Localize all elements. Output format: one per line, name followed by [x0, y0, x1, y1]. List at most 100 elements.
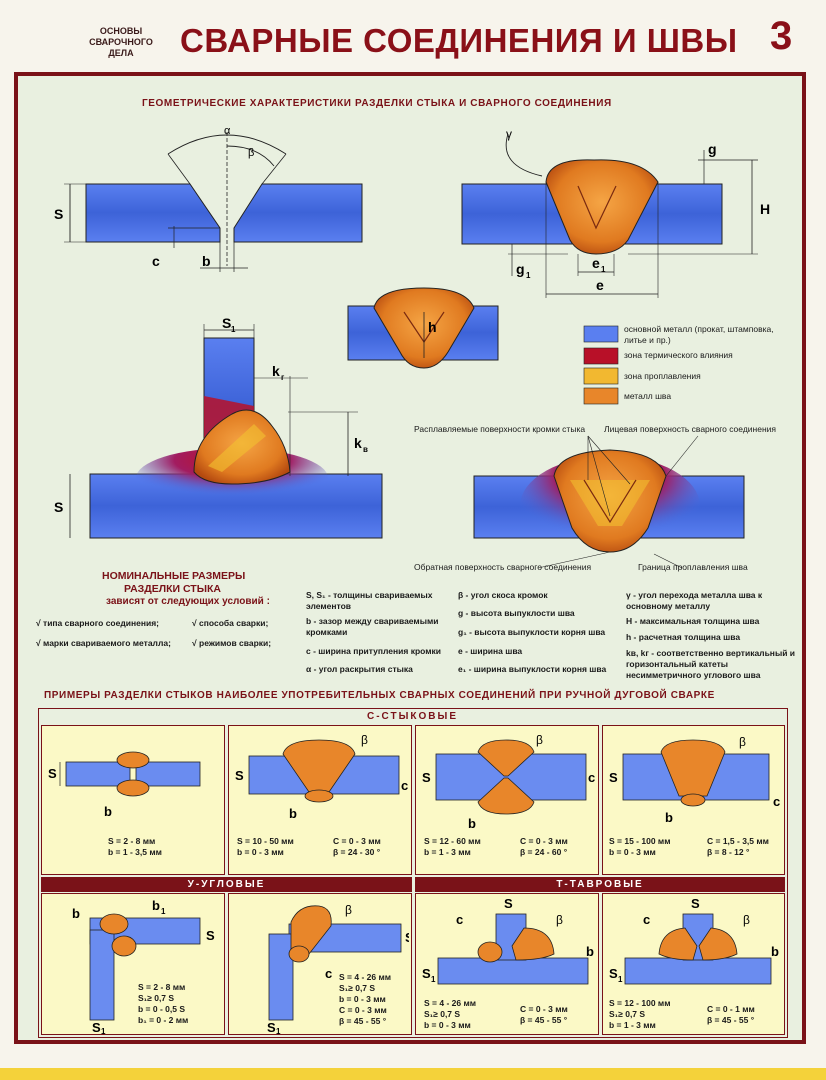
legend-swatches — [583, 325, 619, 405]
c4-label-beta: β — [739, 735, 746, 749]
label-kv: k — [354, 435, 362, 451]
u1-label-b1: b — [152, 898, 160, 913]
label-c: c — [152, 253, 160, 269]
definition-g1: g₁ - высота выпуклости корня шва — [458, 627, 606, 637]
c4-label-s: S — [609, 770, 618, 785]
nominal-cond-3: √ марки свариваемого металла; — [36, 638, 171, 648]
u2-label-s: S — [405, 930, 409, 945]
group-tee-title: Т-ТАВРОВЫЕ — [415, 877, 785, 892]
t2-label-b: b — [771, 944, 779, 959]
page-title: СВАРНЫЕ СОЕДИНЕНИЯ И ШВЫ — [180, 22, 738, 59]
example-t1: S c β b S 1 S = 4 - 26 мм S₁≥ 0,7 S b = … — [415, 893, 599, 1035]
label-g1: g — [516, 261, 525, 277]
t1-label-c: c — [456, 912, 463, 927]
definition-h-max: H - максимальная толщина шва — [626, 616, 760, 626]
u2-line-5: β = 45 - 55 ° — [339, 1016, 387, 1026]
legend-haz: зона термического влияния — [624, 350, 733, 360]
u2-line-3: b = 0 - 3 мм — [339, 994, 386, 1004]
legend-base-metal: основной металл (прокат, штамповка, лить… — [624, 324, 774, 345]
group-butt-title: С-СТЫКОВЫЕ — [39, 709, 786, 724]
c2-label-b: b — [289, 806, 297, 821]
group-corner-title: У-УГЛОВЫЕ — [41, 877, 412, 892]
poster-panel: ГЕОМЕТРИЧЕСКИЕ ХАРАКТЕРИСТИКИ РАЗДЕЛКИ С… — [14, 72, 806, 1044]
c4-right-1: C = 1,5 - 3,5 мм — [707, 836, 769, 846]
t2-label-c: c — [643, 912, 650, 927]
label-h: h — [428, 319, 437, 335]
u1-label-b: b — [72, 906, 80, 921]
t2-right-2: β = 45 - 55 ° — [707, 1015, 755, 1025]
examples-frame: С-СТЫКОВЫЕ S b S = 2 - 8 мм b = 1 - 3,5 … — [38, 708, 788, 1038]
nominal-cond-2: √ способа сварки; — [192, 618, 269, 628]
nominal-cond-1: √ типа сварного соединения; — [36, 618, 159, 628]
c2-label-c: c — [401, 778, 408, 793]
t1-label-s1-sub: 1 — [431, 975, 436, 984]
c2-label-beta: β — [361, 733, 368, 747]
c1-label-s: S — [48, 766, 57, 781]
bottom-strip — [0, 1068, 826, 1080]
definition-beta: β - угол скоса кромок — [458, 590, 548, 600]
legend-fusion: зона проплавления — [624, 371, 701, 381]
label-kr: k — [272, 363, 280, 379]
t2-line-2: S₁≥ 0,7 S — [609, 1009, 646, 1019]
u2-label-beta: β — [345, 903, 352, 917]
c3-label-beta: β — [536, 733, 543, 747]
label-beta: β — [248, 147, 254, 159]
label-e: e — [596, 277, 604, 293]
label-g: g — [708, 141, 717, 157]
t1-right-1: C = 0 - 3 мм — [520, 1004, 568, 1014]
nominal-cond-4: √ режимов сварки; — [192, 638, 272, 648]
fillet-weld-diagram: S 1 k г k в S — [54, 315, 383, 539]
example-t2-drawing: S c β b S 1 — [609, 896, 779, 985]
t1-right-2: β = 45 - 55 ° — [520, 1015, 568, 1025]
c4-label-c: c — [773, 794, 780, 809]
t1-line-1: S = 4 - 26 мм — [424, 998, 477, 1008]
c3-line-2: b = 1 - 3 мм — [424, 847, 471, 857]
definition-e: e - ширина шва — [458, 646, 523, 656]
example-c3: S c b β S = 12 - 60 мм b = 1 - 3 мм C = … — [415, 725, 599, 875]
c2-right-2: β = 24 - 30 ° — [333, 847, 381, 857]
section2-title: ПРИМЕРЫ РАЗДЕЛКИ СТЫКОВ НАИБОЛЕЕ УПОТРЕБ… — [44, 690, 715, 701]
definition-c: c - ширина притупления кромки — [306, 646, 442, 656]
c3-label-b: b — [468, 816, 476, 830]
label-g1-sub: 1 — [526, 271, 531, 280]
t2-right-1: C = 0 - 1 мм — [707, 1004, 755, 1014]
weld-section-diagram — [473, 435, 745, 569]
c1-line-1: S = 2 - 8 мм — [108, 836, 156, 846]
callout-melted-edges: Расплавляемые поверхности кромки стыка — [414, 424, 586, 434]
label-s1: S — [222, 315, 231, 331]
definition-g: g - высота выпуклости шва — [458, 608, 575, 618]
label-h-max: H — [760, 201, 770, 217]
u2-label-c: c — [325, 966, 332, 981]
u1-line-1: S = 2 - 8 мм — [138, 982, 186, 992]
c3-right-1: C = 0 - 3 мм — [520, 836, 568, 846]
design-thickness-diagram: h — [347, 287, 499, 369]
c4-line-1: S = 15 - 100 мм — [609, 836, 671, 846]
t2-line-1: S = 12 - 100 мм — [609, 998, 671, 1008]
u2-line-4: C = 0 - 3 мм — [339, 1005, 387, 1015]
u1-label-s1-sub: 1 — [101, 1027, 106, 1034]
definition-k: kв, kг - соответственно вертикальный и г… — [626, 648, 796, 680]
page-number: 3 — [770, 14, 793, 58]
t2-label-beta: β — [743, 913, 750, 927]
example-c1: S b S = 2 - 8 мм b = 1 - 3,5 мм — [41, 725, 225, 875]
u1-line-3: b = 0 - 0,5 S — [138, 1004, 186, 1014]
example-c3-drawing: S c b β — [422, 733, 595, 830]
c3-line-1: S = 12 - 60 мм — [424, 836, 481, 846]
t1-label-s: S — [504, 896, 513, 911]
callout-face-surface: Лицевая поверхность сварного соединения — [604, 424, 776, 434]
label-e1: e — [592, 255, 600, 271]
nominal-title-2: РАЗДЕЛКИ СТЫКА — [124, 583, 221, 595]
label-e1-sub: 1 — [601, 265, 606, 274]
label-kv-sub: в — [363, 445, 368, 454]
t2-line-3: b = 1 - 3 мм — [609, 1020, 656, 1030]
section1-title: ГЕОМЕТРИЧЕСКИЕ ХАРАКТЕРИСТИКИ РАЗДЕЛКИ С… — [142, 98, 612, 109]
c2-right-1: C = 0 - 3 мм — [333, 836, 381, 846]
label-s2: S — [54, 499, 63, 515]
label-kr-sub: г — [281, 373, 285, 382]
example-c1-drawing: S b — [48, 751, 201, 819]
u1-label-s: S — [206, 928, 215, 943]
t1-line-3: b = 0 - 3 мм — [424, 1020, 471, 1030]
example-u2-drawing: β S c S 1 — [267, 903, 409, 1034]
example-c4: S c b β S = 15 - 100 мм b = 0 - 3 мм C =… — [602, 725, 785, 875]
callout-back-surface: Обратная поверхность сварного соединения — [414, 562, 592, 572]
